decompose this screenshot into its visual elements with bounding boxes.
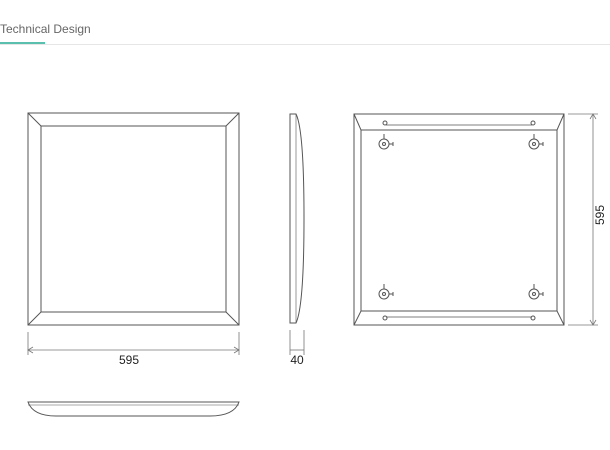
front-view — [27, 112, 240, 326]
screw-icon — [382, 315, 388, 321]
tab-bar: Technical Design — [0, 0, 610, 45]
width-dimension-label: 595 — [119, 353, 139, 367]
back-view-back-panel — [360, 129, 558, 312]
width-dimension — [27, 332, 240, 355]
depth-dimension — [289, 330, 305, 355]
screw-icon — [382, 120, 388, 126]
screw-icon — [530, 120, 536, 126]
side-view — [289, 113, 305, 324]
front-view-inner-panel — [40, 125, 227, 313]
depth-dimension-label: 40 — [290, 353, 304, 367]
mounting-bracket-icon — [378, 134, 394, 150]
mounting-bracket-icon — [528, 284, 544, 300]
bottom-view-profile — [27, 401, 240, 417]
back-view — [353, 113, 565, 326]
bottom-view — [27, 401, 240, 417]
back-view-bevel-line — [353, 310, 362, 326]
height-dimension-label: 595 — [593, 205, 607, 225]
side-view-profile — [289, 113, 305, 324]
mounting-bracket-icon — [378, 284, 394, 300]
back-view-bevel-line — [353, 113, 362, 131]
front-view-bevel-line — [27, 311, 42, 326]
active-tab-indicator — [0, 42, 45, 44]
height-dimension — [568, 113, 598, 326]
mounting-bracket-icon — [528, 134, 544, 150]
front-view-bevel-line — [225, 311, 240, 326]
screw-icon — [530, 315, 536, 321]
back-view-bevel-line — [556, 310, 565, 326]
front-view-bevel-line — [225, 112, 240, 127]
front-view-bevel-line — [27, 112, 42, 127]
back-view-bevel-line — [556, 113, 565, 131]
back-view-outer-frame — [353, 113, 565, 326]
tab-technical-design[interactable]: Technical Design — [0, 22, 91, 36]
front-view-outer-frame — [27, 112, 240, 326]
